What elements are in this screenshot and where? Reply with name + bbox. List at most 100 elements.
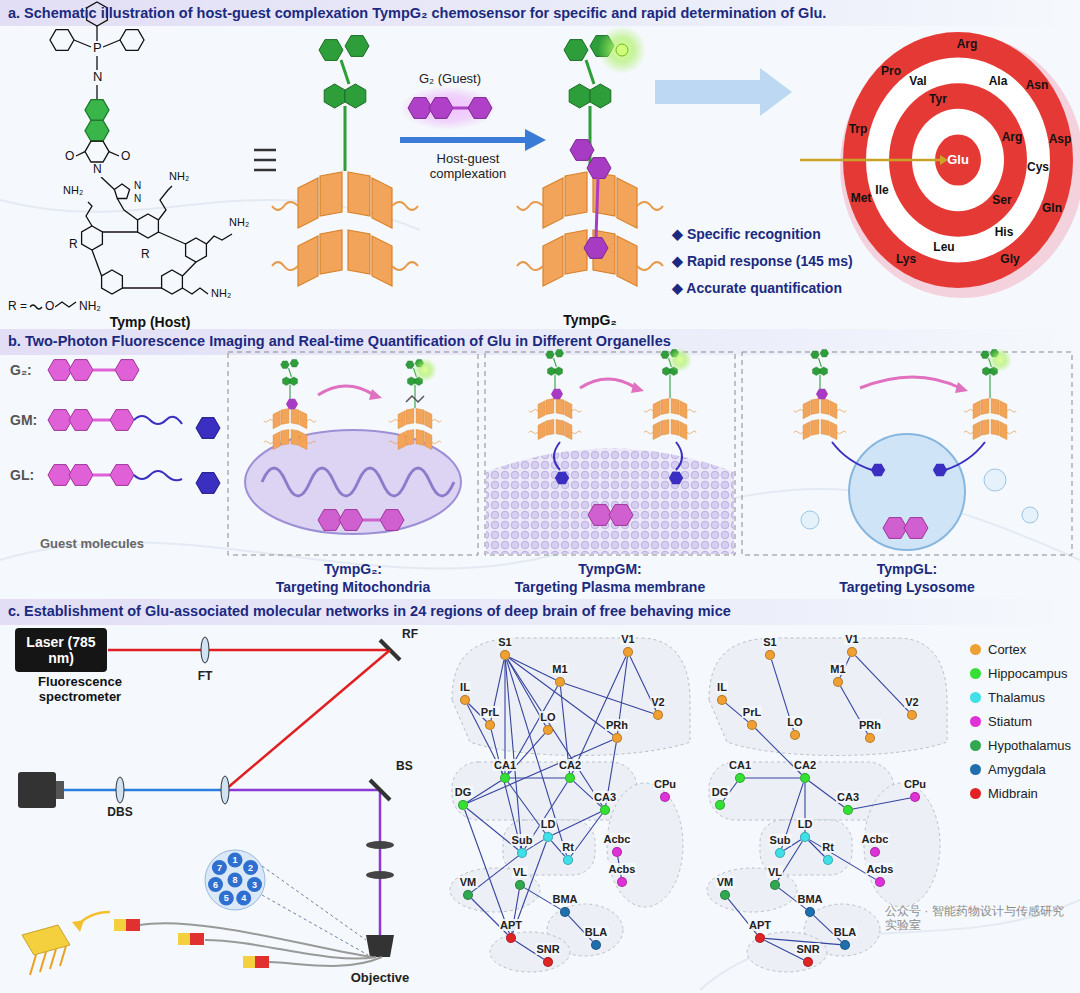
svg-line [64, 789, 225, 792]
lysosome-scene [742, 348, 1072, 555]
brain-region-node: CA1 [500, 773, 510, 783]
guest-molecules [48, 360, 220, 494]
svg-use [318, 510, 342, 531]
network-edge [510, 777, 565, 778]
legend-text: Midbrain [988, 786, 1038, 802]
brain-region-node: CA2 [565, 773, 575, 783]
brain-region-node: LO [790, 730, 800, 740]
svg-circle [598, 26, 646, 74]
svg-path [554, 442, 560, 470]
region-label: CA2 [558, 759, 582, 771]
svg-use [669, 472, 683, 484]
brain-region-node: CA2 [800, 773, 810, 783]
svg-line [370, 780, 390, 800]
result-arrow [655, 68, 792, 116]
network-edge [855, 656, 908, 712]
svg-line [96, 84, 97, 100]
region-label: LO [786, 716, 803, 728]
region-label: LD [540, 818, 557, 830]
svg-line [109, 152, 119, 156]
svg-polygon [525, 129, 546, 151]
svg-use [555, 472, 569, 484]
svg-line [254, 149, 276, 152]
amino-acid-label: Trp [849, 123, 868, 137]
region-label: SNR [535, 943, 560, 955]
region-label: Acbs [866, 863, 895, 875]
svg-line [108, 649, 388, 652]
fiber-number: 7 [217, 862, 222, 872]
brain-region-node: PRh [865, 733, 875, 743]
svg-path [860, 377, 960, 388]
box-caption: Fluorescence spectrometer [15, 675, 145, 705]
brain-region-node: PRh [612, 733, 622, 743]
svg-use [272, 172, 418, 286]
svg-use [904, 518, 928, 539]
svg-polyline [182, 288, 208, 294]
brain-region-node: Acbc [870, 847, 880, 857]
region-label: Sub [769, 834, 792, 846]
amino-acid-label: Lys [896, 253, 916, 267]
atom-label: O [64, 150, 75, 164]
svg-circle [616, 44, 628, 56]
region-label: SNR [795, 943, 820, 955]
optics-label: DBS [107, 806, 132, 820]
region-label: CA3 [836, 791, 860, 803]
region-label: Rt [561, 841, 575, 853]
svg-line [96, 56, 97, 70]
region-label: M1 [551, 663, 568, 675]
amino-acid-label: Gln [1042, 202, 1062, 216]
svg-line [596, 178, 598, 238]
region-label: VL [512, 866, 528, 878]
region-label: IL [716, 681, 728, 693]
svg-use [551, 389, 563, 399]
svg-polygon [72, 920, 84, 932]
brain-region-node: CA1 [735, 773, 745, 783]
svg-circle [228, 853, 243, 868]
brain-region-node: Acbc [612, 847, 622, 857]
fiber-number: 8 [232, 875, 237, 885]
brain-region-node: BMA [560, 907, 570, 917]
svg-line [254, 159, 276, 162]
svg-line [93, 369, 115, 372]
region-label: Rt [821, 841, 835, 853]
fiber-number: 1 [232, 855, 237, 865]
svg-line [93, 474, 110, 477]
arrow-label: Host-guest complexation [413, 152, 523, 182]
svg-ellipse [201, 637, 209, 663]
network-edge [508, 659, 603, 806]
region-label: Acbs [608, 863, 637, 875]
atom-label: N [133, 193, 142, 205]
svg-line [103, 40, 120, 47]
svg-circle [1022, 507, 1038, 523]
svg-polygon [114, 184, 129, 199]
svg-use [883, 518, 907, 539]
amino-acid-label: Gly [1000, 253, 1019, 267]
svg-path [676, 442, 682, 470]
target-label: Targeting Mitochondria [276, 579, 431, 595]
atom-label: O [120, 150, 131, 164]
probe-name: TympGM: [578, 561, 642, 577]
title-band [0, 599, 1080, 625]
atom-label: R [140, 248, 151, 262]
region-label: M1 [829, 663, 846, 675]
svg-circle [212, 860, 227, 875]
brain-region-outlines [450, 638, 947, 972]
region-label: DG [711, 786, 730, 798]
svg-line [225, 789, 380, 792]
host-cartoon [272, 36, 418, 286]
region-label: BLA [584, 926, 609, 938]
network-edge [571, 814, 602, 856]
fiber-number: 2 [248, 862, 253, 872]
amino-acid-label: His [995, 226, 1014, 240]
amino-acid-label: Leu [933, 241, 954, 255]
svg-use [82, 226, 103, 250]
svg-circle [988, 348, 1012, 372]
chemical-structure [30, 2, 232, 309]
atom-label: P [92, 41, 103, 56]
laser-box: Laser (785 nm)Fluorescence spectrometer [15, 628, 107, 672]
network-edge [510, 657, 556, 680]
amino-acid-label: Ser [992, 194, 1011, 208]
brain-region-node: Sub [517, 848, 527, 858]
